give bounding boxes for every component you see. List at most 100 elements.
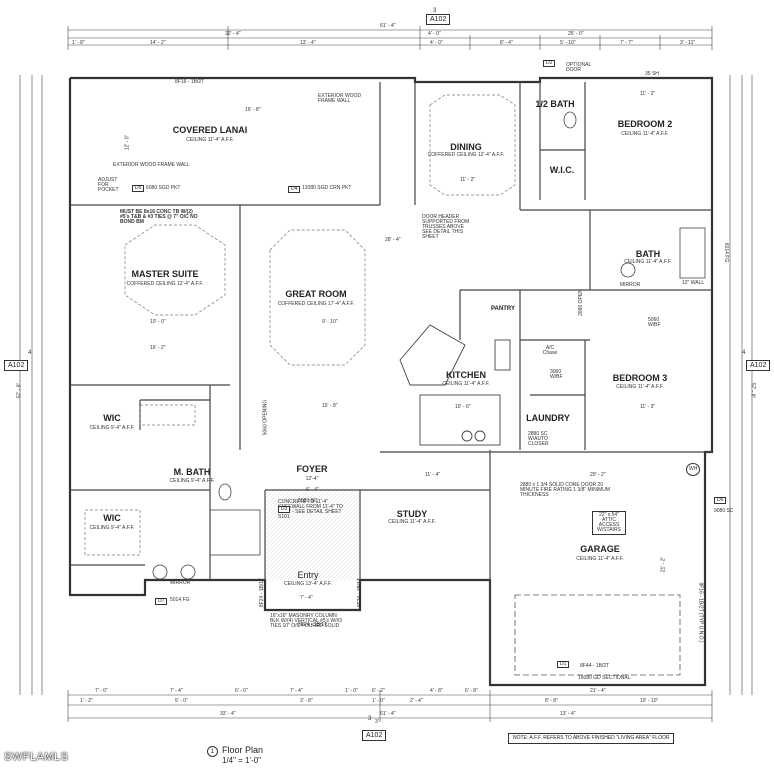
bottom-row1-dim-7: 6' - 8" [465,688,478,694]
beam-note: MUST BE 8x16 CONC TB W/(2) #5's T&B & #3… [120,209,198,225]
foyer-name: FOYER [296,464,328,474]
bedroom2-ceiling: CEILING 11'-4" A.F.F. [621,131,669,137]
d5014-note: 5014 FG [170,597,190,603]
window-3060-label: 3060 W/BF [550,369,563,380]
bottom-row1-dim-0: 7' - 0" [95,688,108,694]
pantry-name: PANTRY [491,306,515,312]
top-row1-dim-0: 32' - 4" [225,31,241,37]
d4-door-label: 12080 SGD CRN PKT [302,185,352,191]
door-tag-d2: D2 [543,60,556,67]
window-5060-label: 5060 W/BF [648,317,661,328]
great-depth-dim: 28' - 4" [385,237,401,243]
d5-door-label: 6080 SGD PKT [146,185,181,191]
wic2-ceiling: CEILING 9'-4" A.F.F. [89,525,135,531]
right-total-dim: 57' - 8" [749,382,756,399]
entry-hatch [265,490,360,580]
ext-wall2-label: EXTERIOR WOOD FRAME WALL [113,162,190,168]
lanai-width-dim: 16' - 8" [245,107,261,113]
dining-name: DINING [450,142,482,152]
overall-top-dim: 61' - 4" [380,23,396,29]
dining-width-dim: 11' - 2" [460,177,476,183]
garage-depth-dim: 21' - 2" [660,556,667,573]
door-tag-d4: D4 [288,186,301,193]
masonry-note: 16"x16" MASONRY COLUMN BLK W/(4) VERTICA… [270,613,343,629]
garage-door-note: 2880 x 1 3/4 SOLID CORE DOOR 20 MINUTE F… [520,482,611,498]
door-9080sc-label: 9080 SC [714,508,734,514]
bottom-row1-dim-3: 7' - 4" [290,688,303,694]
master-suite-name: MASTER SUITE [131,269,199,279]
mbath-ceiling: CEILING 9'-4" A.F.F. [169,478,215,484]
garage-door-outline [514,594,681,676]
wic2-name: WIC [103,513,121,523]
top-row2-dim-6: 7' - 7" [620,40,633,46]
ext-wall-label: EXTERIOR WOOD FRAME WALL [318,93,362,104]
header-f24c-label: 8F24 - 1B/1T [357,577,364,608]
section-number-right: 4 [742,350,746,356]
top-row2-dim-5: 5' - 10" [560,40,576,46]
section-marker-bottom: A102 [362,730,387,741]
attic-note: 22" x 54" ATTIC ACCESS W/STAIRS [592,511,626,535]
foyer-ceiling: 12'-4" [305,476,319,482]
mirror2-note: MIRROR [620,282,641,288]
section-number-left: 4 [28,350,32,356]
kitchen-ceiling: CEILING 11'-4" A.F.F. [442,381,490,387]
section-number-bottom: 3 [368,716,372,722]
bottom-row1-dim-1: 7' - 4" [170,688,183,694]
garage-ceiling: CEILING 11'-4" A.F.F. [576,556,624,562]
bottom-row1-dim-5: 6' - 2" [372,688,385,694]
top-row2-dim-1: 14' - 2" [150,40,166,46]
bottom-row2-dim-6: 10' - 10" [640,698,659,704]
great-width2-dim: 9' - 10" [322,319,338,325]
dimension-lines [19,26,753,722]
mirror1-note: MIRROR [170,580,191,586]
master-width2-dim: 10' - 0" [150,319,166,325]
kitchen-width-dim: 10' - 6" [455,404,471,410]
bedroom3-ceiling: CEILING 11'-4" A.F.F. [616,384,664,390]
bottom-row3-dim-1: 3' [375,719,379,725]
study-ceiling: CEILING 11'-4" A.F.F. [388,519,436,525]
bottom-row2-dim-2: 3' - 8" [300,698,313,704]
lanai-beam-label: 8F16 - 1B/2T [175,79,205,85]
entry-width-dim: 7' - 4" [300,595,313,601]
door-header-note: DOOR HEADER SUPPORTED FROM TRUSSES ABOVE… [422,214,470,240]
top-row2-dim-7: 3' - 11" [680,40,696,46]
top-row1-dim-1: 4' - 0" [428,31,441,37]
half-bath-name: 1/2 BATH [535,99,575,109]
adjust-pocket-label: ADJUST FOR POCKET [98,177,119,193]
bottom-row2-dim-4: 2' - 4" [410,698,423,704]
bedroom2-width-dim: 11' - 2" [640,91,656,97]
ac-chase-label: A/C Chase [542,345,558,356]
laundry-door-label: 2880 SC W/AUTO CLOSER [528,431,549,447]
covered-lanai-name: COVERED LANAI [172,125,248,135]
entry-ceiling: CEILING 13'-4" A.F.F. [284,581,332,587]
top-row1-dim-2: 25' - 0" [568,31,584,37]
top-row2-dim-0: 1' - 8" [72,40,85,46]
opening-2880-label: 2880 OPEN [577,289,584,316]
covered-lanai-ceiling: CEILING 11'-4" A.F.F. [186,137,234,143]
header-f24b-label: 8F24 - 1B/1T [259,577,266,608]
door-tag-d3: D3 [278,506,291,513]
optional-door-note: OPTIONAL DOOR [566,62,592,73]
kitchen-island [399,324,511,446]
coffered-ceilings [84,94,516,556]
garage-name: GARAGE [580,544,620,554]
bedroom3-width-dim: 11' - 3" [640,404,656,410]
sectional-note: 16080 GD SECTIONAL [578,675,631,681]
wic-top-name: W.I.C. [549,165,575,175]
door-tag-d5: D5 [132,185,145,192]
interior-walls [70,82,712,685]
door-tag-d7: D7 [155,598,168,605]
title-block-number: 1 [207,746,218,757]
concrete-note: CONCRETE TO 11'-4" KNEEWALL FROM 11'-4" … [278,499,343,520]
left-total-dim: 57' - 8" [16,382,23,399]
title-block-scale: 1/4" = 1'-0" [222,756,262,765]
bottom-row2-dim-3: 8' - 8" [545,698,558,704]
bottom-row1-dim-6: 4' - 8" [430,688,443,694]
garage-width-dim: 20' - 2" [590,472,606,478]
entry-name: Entry [297,570,319,580]
study-name: STUDY [396,509,428,519]
study-width-dim: 11' - 4" [425,472,441,478]
water-heater-label: WH [686,463,701,476]
top-row2-dim-3: 4' - 0" [430,40,443,46]
